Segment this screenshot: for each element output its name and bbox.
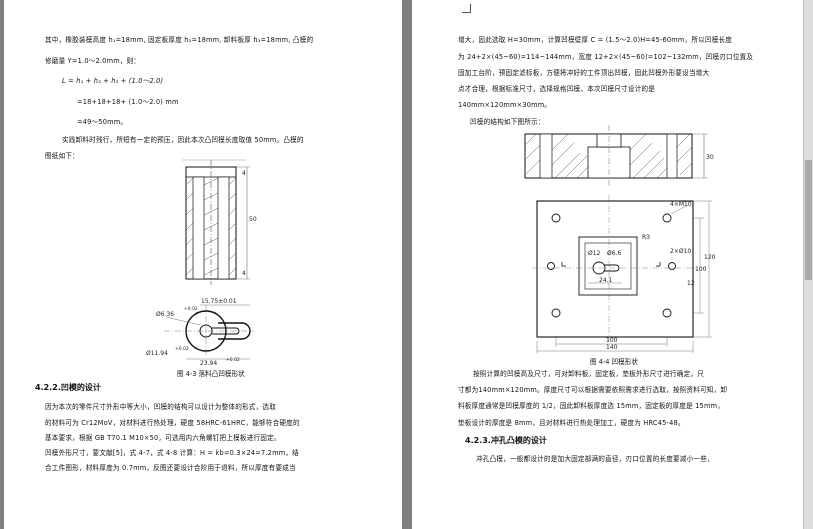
dim-label: Ø6.36 xyxy=(156,311,174,318)
dim-label: 4×M10 xyxy=(670,201,692,208)
formula-line: L = h₁ + h₂ + h₃ + (1.0～2.0) xyxy=(62,77,164,85)
text-line: 冲孔凸模，一般都设计的是加大固定部满的直径，刃口位置的长度要减小一些， xyxy=(476,455,714,463)
dim-label: Ø12 xyxy=(588,250,601,257)
text-line: 凹模外形尺寸，要文献[5]，式 4-7，式 4-8 计算：H = kb=0.3×… xyxy=(45,449,299,457)
section-heading: 4.2.3.冲孔凸模的设计 xyxy=(465,436,547,445)
dim-label: 140 xyxy=(606,344,618,351)
dim-label: 12 xyxy=(687,280,695,287)
text-line: 其中，橡胶装模高度 h₁=18mm, 固定板厚度 h₂=18mm, 卸料板厚 h… xyxy=(45,36,314,44)
text-line: 增大，固此选取 H=30mm，计算凹模壁厚 C = (1.5～2.0)H=45-… xyxy=(458,36,733,44)
vertical-scrollbar[interactable] xyxy=(803,0,813,529)
dim-label: 2×Ø10 xyxy=(670,248,691,255)
dim-label: 100 xyxy=(695,266,707,273)
text-line: 140mm×120mm×30mm。 xyxy=(458,101,552,109)
text-line: 因为本次的零件尺寸外形中等大小，凹模的结构可以设计为整体的形式，选取 xyxy=(45,403,276,411)
dim-label: 30 xyxy=(706,154,714,161)
text-line: 为 24+2×(45~60)=114~144mm，宽度 12+2×(45~60)… xyxy=(458,53,754,61)
text-line: 垫板设计的厚度是 8mm，且对材料进行热处理加工，硬度为 HRC45-48。 xyxy=(458,419,685,427)
punch-plan-drawing: Ø6.36 +0.02 15.75±0.01 Ø11.94 +0.02 23.9… xyxy=(146,298,254,367)
text-line: 实践卸料时残行，所短有一定的预压，因此本次凸凹模长度取值 50mm。凸模的 xyxy=(62,136,304,144)
scrollbar-thumb[interactable] xyxy=(805,160,812,280)
page-corner-mark xyxy=(462,4,471,13)
dim-label: 120 xyxy=(704,254,716,261)
figure-caption: 图 4-4 凹模形状 xyxy=(590,358,638,366)
dim-tolerance: +0.02 xyxy=(226,357,240,363)
dim-tolerance: +0.02 xyxy=(175,346,189,352)
dim-label: 100 xyxy=(606,337,618,344)
dim-label: 23.94 xyxy=(200,360,217,367)
formula-line: =18+18+18+ (1.0～2.0) mm xyxy=(77,98,179,106)
dim-label: 4 xyxy=(242,270,246,277)
text-line: 的材料可为 Cr12MoV，对材料进行热处理，硬度 58HRC-61HRC，能够… xyxy=(45,419,300,427)
text-line: 基本要求，根据 GB T70.1 M10×50，可选用内六角螺钉把上模板进行固定… xyxy=(45,434,281,442)
die-drawing: 30 4×M10 R3 Ø12 Ø6.6 2×Ø10 24.1 100 1 xyxy=(524,125,716,353)
document-page-right: 增大，固此选取 H=30mm，计算凹模壁厚 C = (1.5～2.0)H=45-… xyxy=(412,0,804,529)
dim-label: 15.75±0.01 xyxy=(201,298,237,305)
text-line: 合工件图形，材料厚度为 0.7mm，反图还要设计合阶用于退料，所以厚度有要成当 xyxy=(45,464,296,472)
figure-caption: 图 4-3 落料凸凹模形状 xyxy=(177,370,245,378)
text-line: 图纸如下： xyxy=(45,152,79,160)
dim-label: 4 xyxy=(242,170,246,177)
dim-label: Ø6.6 xyxy=(607,250,621,257)
dim-label: R3 xyxy=(642,234,650,241)
document-page-left: 其中，橡胶装模高度 h₁=18mm, 固定板厚度 h₂=18mm, 卸料板厚 h… xyxy=(4,0,402,529)
text-line: 寸都为140mm×120mm。厚度尺寸可以根据需要依照需求进行选取，按照资料可知… xyxy=(458,386,728,394)
text-line: 凹模的结构如下图所示： xyxy=(470,118,545,126)
text-line: 固加工台阶，预固定滤标板，方便将冲好的工件顶出凹模，固此凹模外形要设当增大 xyxy=(458,69,710,77)
dim-label: 24.1 xyxy=(599,277,613,284)
text-line: 料板厚度通常是凹模厚度的 1/2，固此卸料板厚度选 15mm，固定板的厚度是 1… xyxy=(458,402,724,410)
dim-label: 50 xyxy=(249,216,257,223)
text-line: 修磨量 Y=1.0～2.0mm，则： xyxy=(45,57,141,65)
dim-label: Ø11.94 xyxy=(146,350,168,357)
section-heading: 4.2.2.凹模的设计 xyxy=(35,383,101,392)
formula-line: =49～50mm。 xyxy=(77,118,128,126)
punch-section-drawing: 4 50 4 xyxy=(182,159,257,285)
dim-tolerance: +0.02 xyxy=(184,306,198,312)
text-line: 点才合理，根据标准尺寸，选择规格凹模，本次凹模尺寸设计的是 xyxy=(458,85,656,93)
text-line: 按照计算的凹模高及尺寸，可对卸料板，固定板，垫板外形尺寸进行确定，尺 xyxy=(473,370,704,378)
